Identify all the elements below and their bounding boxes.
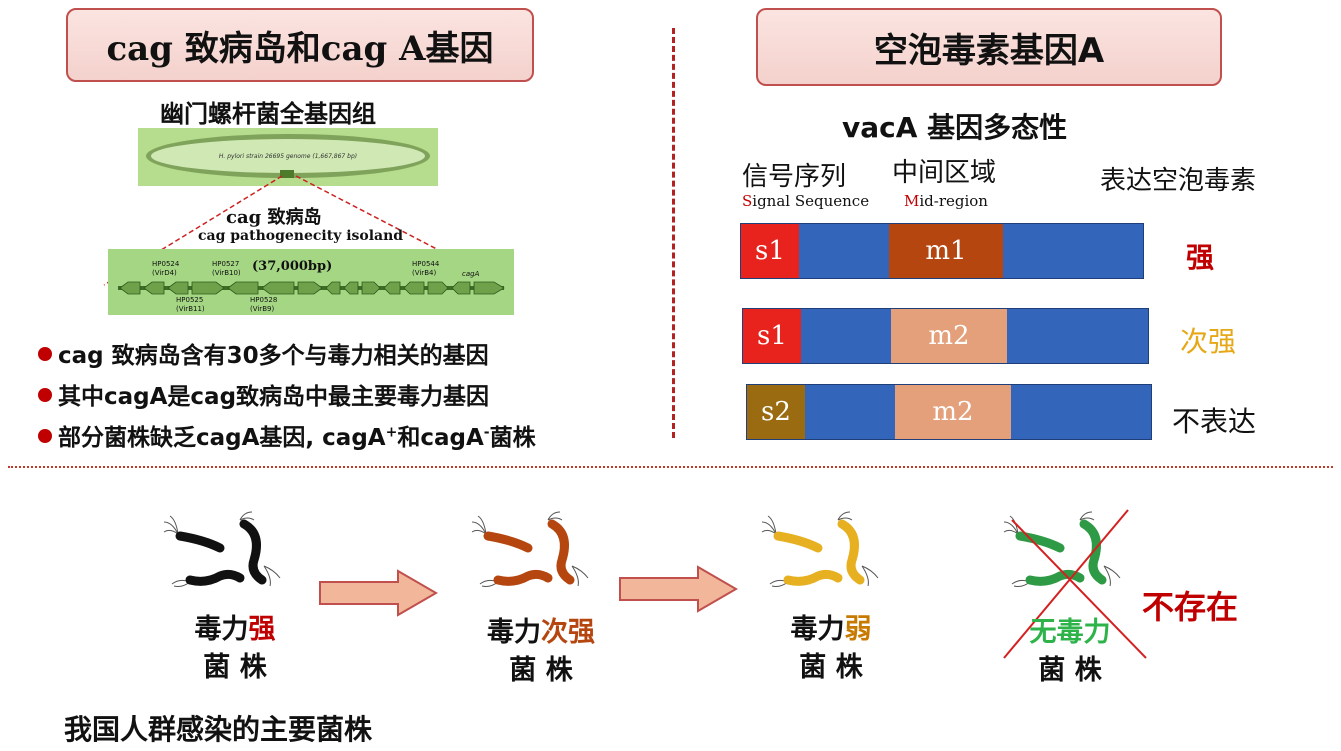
strain-second-line1: 毒力次强 xyxy=(466,614,616,652)
island-size: (37,000bp) xyxy=(252,259,333,274)
col-signal-cn: 信号序列 xyxy=(742,162,847,192)
genome-ring: H. pylori strain 26695 genome (1,667,867… xyxy=(146,134,430,178)
strain-weak-line1: 毒力弱 xyxy=(766,611,896,649)
left-title: cag 致病岛和cag A基因 xyxy=(106,28,494,69)
seg-blue xyxy=(1011,385,1151,439)
bacteria-green-crossed-icon xyxy=(1003,509,1147,659)
strain-strong-pre: 毒力 xyxy=(194,614,249,645)
strain-label-none: 无毒力 菌 株 xyxy=(1000,614,1140,690)
bullet-3-mid: 和cagA xyxy=(397,425,484,451)
gene-label-virD4: (VirD4) xyxy=(152,269,177,277)
arrow-right-icon xyxy=(319,569,438,617)
right-title: 空泡毒素基因A xyxy=(873,30,1105,71)
expr-row-2: 次强 xyxy=(1180,325,1237,358)
col-signal-en-rest: ignal Sequence xyxy=(752,192,870,210)
gene-label-hp0525: HP0525 xyxy=(176,296,204,304)
gene-label-hp0528: HP0528 xyxy=(250,296,278,304)
vertical-divider xyxy=(672,28,675,438)
col-expr: 表达空泡毒素 xyxy=(1100,166,1257,196)
seg-blue xyxy=(805,385,895,439)
strain-none-line2: 菌 株 xyxy=(1038,655,1102,686)
right-title-box: 空泡毒素基因A xyxy=(756,8,1222,86)
strain-weak-pre: 毒力 xyxy=(790,614,845,645)
gene-label-virB10: (VirB10) xyxy=(212,269,241,277)
strain-weak-hi: 弱 xyxy=(844,614,872,645)
vacA-bar-row-2: s1 m2 xyxy=(742,308,1149,364)
seg-m2: m2 xyxy=(891,309,1007,363)
expr-row-1: 强 xyxy=(1186,241,1215,274)
bullet-2-text: 其中cagA是cag致病岛中最主要毒力基因 xyxy=(58,384,490,410)
strain-label-weak: 毒力弱 菌 株 xyxy=(766,611,896,687)
seg-m1: m1 xyxy=(889,224,1003,278)
island-cn-label: cag 致病岛 xyxy=(226,207,322,228)
gene-label-hp0544: HP0544 xyxy=(412,260,440,268)
strain-strong-line2: 菌 株 xyxy=(203,652,267,683)
strain-second-pre: 毒力 xyxy=(487,617,541,648)
strain-label-strong: 毒力强 菌 株 xyxy=(170,611,300,687)
zoom-line-left xyxy=(103,175,283,286)
strain-label-second: 毒力次强 菌 株 xyxy=(466,614,616,690)
seg-blue xyxy=(1003,224,1143,278)
cross-line-1 xyxy=(1011,519,1147,659)
gene-label-hp0527: HP0527 xyxy=(212,260,240,268)
seg-blue xyxy=(801,309,891,363)
bullet-dot-icon xyxy=(38,429,52,443)
col-mid-en-first: M xyxy=(904,192,920,210)
bullet-3-sup-minus: - xyxy=(483,424,490,441)
gene-label-virB11: (VirB11) xyxy=(176,305,205,313)
bacteria-brown-icon xyxy=(471,511,589,587)
not-exist-label: 不存在 xyxy=(1142,588,1239,626)
strain-strong-hi: 强 xyxy=(248,614,276,645)
bullet-3-post: 菌株 xyxy=(489,425,536,451)
arrow-right-icon xyxy=(619,565,738,613)
col-mid-cn: 中间区域 xyxy=(892,158,997,188)
bullet-1-text: cag 致病岛含有30多个与毒力相关的基因 xyxy=(58,343,489,369)
col-signal-en: Signal Sequence xyxy=(742,192,869,210)
strain-weak-line2: 菌 株 xyxy=(799,652,863,683)
island-marker xyxy=(280,170,294,178)
cross-line-2 xyxy=(1003,509,1129,659)
genome-ring-text: H. pylori strain 26695 genome (1,667,867… xyxy=(218,152,358,160)
bullet-1: cag 致病岛含有30多个与毒力相关的基因 xyxy=(38,336,489,370)
seg-s2: s2 xyxy=(747,385,805,439)
genome-label: 幽门螺杆菌全基因组 xyxy=(160,100,376,128)
strain-strong-line1: 毒力强 xyxy=(170,611,300,649)
bullet-dot-icon xyxy=(38,347,52,361)
bullet-dot-icon xyxy=(38,388,52,402)
bullet-3-sup-plus: + xyxy=(385,424,398,441)
zoom-lines xyxy=(103,175,507,286)
seg-s1: s1 xyxy=(743,309,801,363)
bacteria-yellow-icon xyxy=(761,511,879,587)
bullet-3-pre: 部分菌株缺乏cagA基因, cagA xyxy=(58,425,386,451)
seg-blue xyxy=(799,224,889,278)
strain-none-line1: 无毒力 xyxy=(1000,614,1140,652)
seg-blue xyxy=(1007,309,1148,363)
strain-second-hi: 次强 xyxy=(541,617,595,648)
gene-label-virB4: (VirB4) xyxy=(412,269,437,277)
vacA-subtitle: vacA 基因多态性 xyxy=(842,111,1068,144)
col-signal-en-first: S xyxy=(742,192,753,210)
gene-label-hp0524: HP0524 xyxy=(152,260,180,268)
footer-text: 我国人群感染的主要菌株 xyxy=(64,713,373,746)
col-mid-en: Mid-region xyxy=(904,192,988,210)
strain-second-line2: 菌 株 xyxy=(509,655,573,686)
gene-label-cagA: cagA xyxy=(462,270,480,278)
bullet-3: 部分菌株缺乏cagA基因, cagA+和cagA-菌株 xyxy=(38,418,536,452)
expr-row-3: 不表达 xyxy=(1172,405,1257,438)
bacteria-black-icon xyxy=(163,511,281,587)
island-en-label: cag pathogenecity isoland xyxy=(198,228,404,244)
left-title-box: cag 致病岛和cag A基因 xyxy=(66,8,534,82)
seg-s1: s1 xyxy=(741,224,799,278)
vacA-bar-row-3: s2 m2 xyxy=(746,384,1152,440)
strain-none-hi: 无毒力 xyxy=(1029,617,1111,648)
vacA-bar-row-1: s1 m1 xyxy=(740,223,1144,279)
gene-label-virB9: (VirB9) xyxy=(250,305,275,313)
col-mid-en-rest: id-region xyxy=(919,192,988,210)
bullet-2: 其中cagA是cag致病岛中最主要毒力基因 xyxy=(38,377,489,411)
horizontal-divider xyxy=(8,466,1333,468)
gene-arrows xyxy=(118,281,505,295)
seg-m2: m2 xyxy=(895,385,1011,439)
